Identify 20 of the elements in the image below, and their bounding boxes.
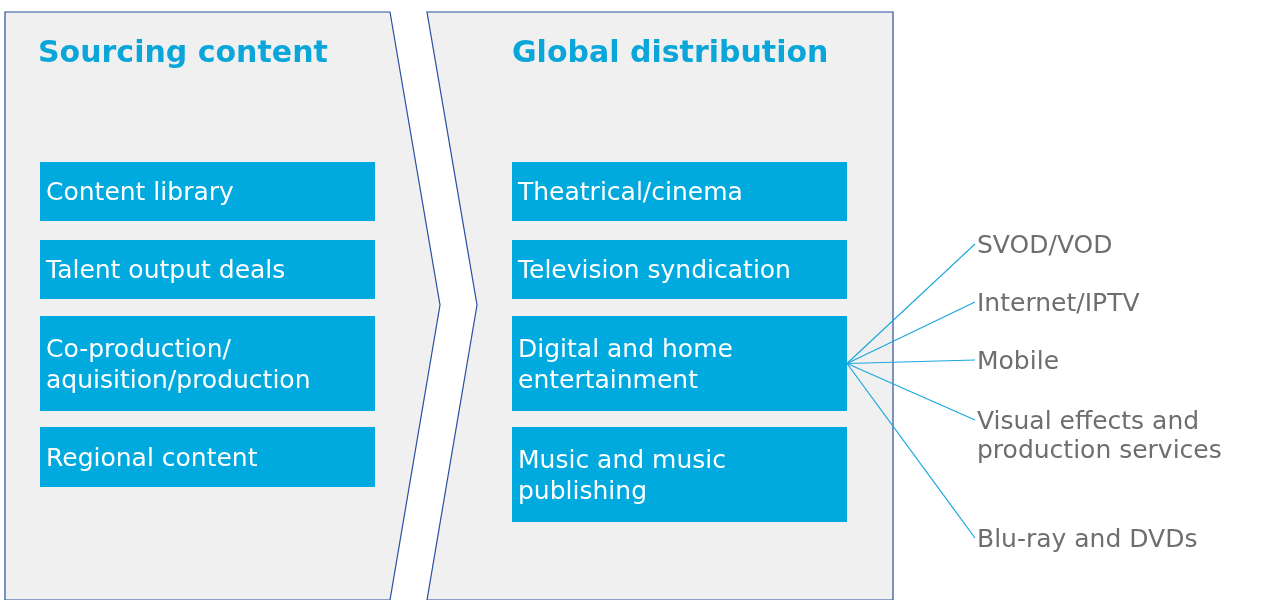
category-box: Content library — [40, 162, 375, 221]
channel-label: Visual effects and production services — [977, 406, 1269, 464]
category-box: Regional content — [40, 427, 375, 487]
connector-line — [846, 362, 976, 539]
channel-label: SVOD/VOD — [977, 230, 1269, 259]
category-box: Co-production/ aquisition/production — [40, 316, 375, 411]
category-box: Talent output deals — [40, 240, 375, 299]
connector-line — [846, 362, 976, 421]
category-box: Television syndication — [512, 240, 847, 299]
panel-heading: Global distribution — [512, 34, 829, 69]
category-box: Music and music publishing — [512, 427, 847, 522]
panel-heading: Sourcing content — [38, 34, 328, 69]
category-box: Theatrical/cinema — [512, 162, 847, 221]
category-box: Digital and home entertainment — [512, 316, 847, 411]
channel-label: Mobile — [977, 346, 1269, 375]
connector-line — [846, 301, 976, 365]
connector-line — [846, 359, 976, 365]
connector-line — [846, 243, 976, 365]
channel-label: Blu-ray and DVDs — [977, 524, 1269, 553]
channel-label: Internet/IPTV — [977, 288, 1269, 317]
